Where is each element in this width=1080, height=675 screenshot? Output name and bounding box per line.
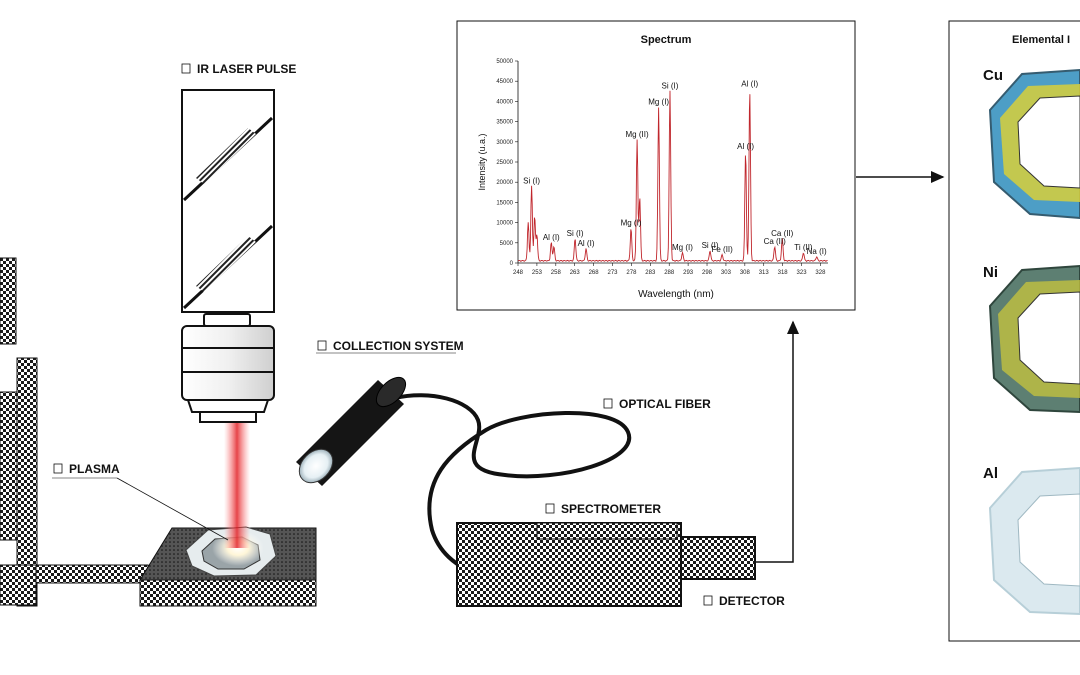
- element-map-al: [988, 466, 1080, 616]
- peak-label: Fe (II): [711, 245, 733, 254]
- spectrometer-label: SPECTROMETER: [561, 502, 661, 516]
- peak-label: Mg (I): [621, 219, 642, 228]
- y-tick-label: 0: [510, 261, 514, 267]
- x-tick-label: 288: [664, 270, 675, 276]
- x-tick-label: 293: [683, 270, 694, 276]
- y-tick-label: 35000: [496, 120, 513, 126]
- peak-label: Al (I): [543, 233, 560, 242]
- elemental-panel: Elemental I Cu Ni Al: [948, 20, 1080, 642]
- y-tick-label: 45000: [496, 79, 513, 85]
- stand-frame: [0, 257, 149, 607]
- x-tick-label: 323: [797, 270, 808, 276]
- spectrum-panel: Spectrum 0 5000 10000 15000 20000 25000 30000 3…: [456, 20, 856, 311]
- peak-label: Al (I): [741, 79, 758, 88]
- x-tick-label: 263: [570, 270, 581, 276]
- collection-system: [296, 376, 632, 574]
- label-spectrometer: SPECTROMETER: [545, 502, 661, 516]
- optical-fiber-label: OPTICAL FIBER: [619, 397, 711, 411]
- label-detector: DETECTOR: [703, 594, 785, 608]
- collection-system-label: COLLECTION SYSTEM: [333, 339, 464, 353]
- y-tick-label: 30000: [496, 140, 513, 146]
- y-axis-title: Intensity (u.a.): [477, 133, 487, 190]
- peak-label: Mg (I): [648, 97, 669, 106]
- x-tick-label: 318: [778, 270, 789, 276]
- element-label-cu: Cu: [983, 67, 1003, 84]
- y-tick-label: 25000: [496, 160, 513, 166]
- y-tick-label: 15000: [496, 200, 513, 206]
- peak-label: Si (I): [523, 176, 540, 185]
- x-tick-label: 248: [513, 270, 524, 276]
- y-tick-label: 50000: [496, 59, 513, 65]
- x-tick-label: 313: [759, 270, 770, 276]
- peak-label: Mg (I): [672, 243, 693, 252]
- y-tick-label: 40000: [496, 99, 513, 105]
- peak-label: Na (I): [807, 247, 827, 256]
- peak-label: Si (I): [702, 241, 719, 250]
- x-tick-label: 273: [608, 270, 619, 276]
- element-map-cu: [988, 68, 1080, 220]
- y-tick-label: 10000: [496, 221, 513, 227]
- label-optical-fiber: OPTICAL FIBER: [603, 397, 711, 411]
- chart-title: Spectrum: [641, 34, 692, 46]
- peak-label: Si (I): [662, 81, 679, 90]
- signal-arrows: [116, 171, 945, 563]
- peak-label: Si (I): [567, 229, 584, 238]
- peak-label: Mg (II): [626, 130, 649, 139]
- component-labels: IR LASER PULSE COLLECTION SYSTEM OPTICAL…: [52, 62, 785, 608]
- peak-label: Ca (II): [771, 229, 794, 238]
- element-label-al: Al: [983, 465, 998, 482]
- x-tick-label: 298: [702, 270, 713, 276]
- x-tick-label: 303: [721, 270, 732, 276]
- x-axis-title: Wavelength (nm): [638, 289, 714, 300]
- x-tick-label: 283: [645, 270, 656, 276]
- label-plasma: PLASMA: [52, 462, 120, 479]
- plasma-label: PLASMA: [69, 462, 120, 476]
- label-collection-system: COLLECTION SYSTEM: [316, 339, 464, 354]
- x-tick-label: 268: [589, 270, 600, 276]
- laser-optics: [181, 89, 275, 423]
- x-tick-label: 253: [532, 270, 543, 276]
- y-tick-label: 5000: [500, 241, 514, 247]
- spectrometer-unit: [456, 522, 756, 607]
- x-tick-label: 308: [740, 270, 751, 276]
- x-tick-label: 258: [551, 270, 562, 276]
- y-tick-label: 20000: [496, 180, 513, 186]
- spectrum-line: [517, 90, 828, 263]
- x-tick-label: 328: [815, 270, 826, 276]
- chart-plot: 0 5000 10000 15000 20000 25000 30000 35000 40000…: [496, 59, 828, 276]
- x-tick-label: 278: [626, 270, 637, 276]
- peak-label: Al (I): [737, 142, 754, 151]
- peak-label: Ca (II): [764, 237, 787, 246]
- elemental-panel-title: Elemental I: [1012, 34, 1070, 46]
- peak-label: Ti (II): [794, 243, 813, 252]
- label-ir-laser-pulse: IR LASER PULSE: [181, 62, 296, 76]
- peak-label: Al (I): [578, 239, 595, 248]
- detector-label: DETECTOR: [719, 594, 785, 608]
- ir-laser-pulse-label: IR LASER PULSE: [197, 62, 296, 76]
- element-label-ni: Ni: [983, 264, 998, 281]
- element-map-ni: [988, 264, 1080, 414]
- fiber-tip: [298, 448, 334, 484]
